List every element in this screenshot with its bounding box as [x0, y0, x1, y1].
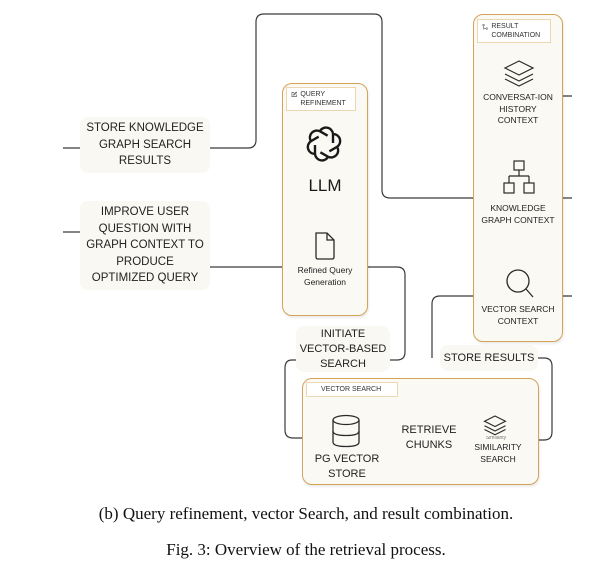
query-refinement-panel: Query Refinement LLM Refined Query Gener… — [282, 83, 368, 316]
vector-search-context-label: VECTOR SEARCH CONTEXT — [481, 304, 555, 326]
label-initiate-vector-search: INITIATE VECTOR-BASED SEARCH — [296, 326, 390, 372]
label-text: STORE RESULTS — [443, 351, 535, 364]
label-text: INITIATE VECTOR-BASED SEARCH — [299, 327, 387, 370]
openai-logo-icon — [306, 126, 342, 162]
conversation-history-context-label: CONVERSAT-ION HISTORY CONTEXT — [483, 92, 553, 125]
label-store-knowledge-graph-results: STORE KNOWLEDGE GRAPH SEARCH RESULTS — [80, 117, 210, 173]
hierarchy-icon — [503, 160, 535, 194]
similarity-search-label: SIMILARITY SEARCH — [474, 442, 522, 464]
tag-text: Result Combination — [491, 23, 541, 39]
merge-icon — [482, 24, 488, 30]
layers-icon — [503, 60, 535, 87]
result-combination-tag: Result Combination — [477, 19, 551, 43]
layers-icon — [483, 415, 507, 436]
document-icon — [315, 232, 335, 260]
subfigure-caption: (b) Query refinement, vector Search, and… — [98, 504, 514, 523]
tag-text: Query Refinement — [300, 91, 346, 107]
label-text: STORE KNOWLEDGE GRAPH SEARCH RESULTS — [86, 122, 204, 168]
result-combination-panel: Result Combination CONVERSAT-ION HISTORY… — [473, 14, 563, 342]
refined-query-generation-label: Refined Query Generation — [297, 265, 353, 287]
retrieve-chunks-label: RETRIEVE CHUNKS — [401, 424, 457, 451]
pg-vector-store-label: PG VECTOR STORE — [314, 453, 380, 480]
label-store-results: STORE RESULTS — [440, 345, 538, 371]
tag-text: Vector Search — [321, 386, 382, 393]
vector-search-tag: Vector Search — [306, 382, 398, 397]
database-icon — [332, 414, 360, 448]
query-refinement-tag: Query Refinement — [286, 87, 356, 111]
edit-icon — [291, 91, 298, 97]
figure-caption: Fig. 3: Overview of the retrieval proces… — [166, 540, 446, 559]
vector-search-panel: Vector Search PG VECTOR STORE RETRIEVE C… — [302, 378, 539, 485]
similarity-overlap-text: Similarity — [485, 436, 507, 440]
label-improve-user-question: IMPROVE USER QUESTION WITH GRAPH CONTEXT… — [80, 201, 210, 290]
knowledge-graph-context-label: KNOWLEDGE GRAPH CONTEXT — [481, 203, 555, 225]
label-text: IMPROVE USER QUESTION WITH GRAPH CONTEXT… — [86, 206, 204, 285]
search-icon — [506, 269, 534, 298]
llm-label: LLM — [308, 176, 342, 195]
